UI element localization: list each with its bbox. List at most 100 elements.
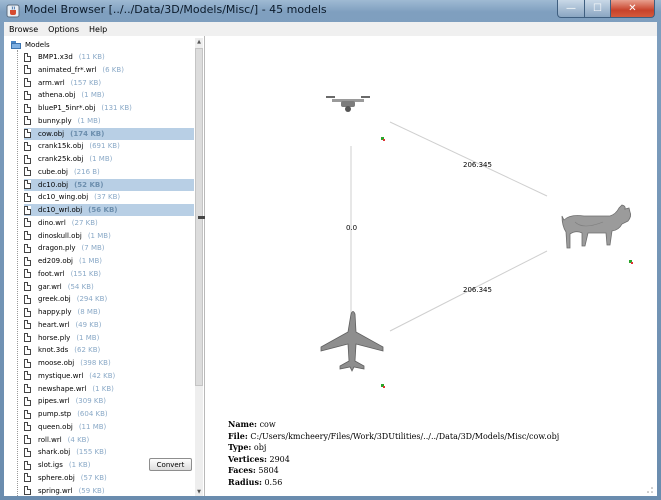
file-size: (1 MB): [87, 231, 111, 240]
file-icon: [24, 192, 31, 202]
model-list-item[interactable]: knot.3ds(62 KB): [24, 344, 194, 356]
file-name: athena.obj: [38, 91, 76, 100]
file-name: arm.wrl: [38, 78, 65, 87]
model-list-item[interactable]: heart.wrl (49 KB): [24, 319, 194, 331]
model-list-item[interactable]: crank15k.obj(691 KB): [24, 140, 194, 152]
model-tree[interactable]: Models BMP1.x3d(11 KB)animated_fr*.wrl(6…: [4, 36, 194, 496]
model-list-item[interactable]: dino.wrl(27 KB): [24, 217, 194, 229]
model-list-item[interactable]: ed209.obj(1 MB): [24, 255, 194, 267]
edge-label-drone-cow: 206.345: [463, 161, 492, 169]
model-list-item[interactable]: dc10.obj(52 KB): [24, 178, 194, 191]
file-name: spring.wrl: [38, 486, 73, 495]
model-list-pane: Models BMP1.x3d(11 KB)animated_fr*.wrl(6…: [4, 36, 205, 496]
file-size: (131 KB): [101, 104, 132, 112]
minimize-button[interactable]: —: [557, 0, 585, 18]
split-pane-divider[interactable]: [198, 216, 205, 219]
file-name: foot.wrl: [38, 269, 65, 278]
file-size: (294 KB): [76, 295, 108, 304]
file-size: (309 KB): [75, 397, 107, 406]
model-list-item[interactable]: animated_fr*.wrl(6 KB): [24, 64, 194, 76]
model-list-item[interactable]: dc10_wrl.obj(56 KB): [24, 204, 194, 216]
info-faces-label: Faces:: [228, 465, 256, 475]
file-size: (1 MB): [77, 116, 101, 125]
airplane-model: [320, 311, 384, 372]
model-list-item[interactable]: athena.obj(1 MB): [24, 89, 194, 101]
model-list-item[interactable]: shark.obj(155 KB): [24, 446, 194, 458]
model-list-item[interactable]: dragon.ply(7 MB): [24, 242, 194, 254]
model-list-item[interactable]: bunny.ply (1 MB): [24, 115, 194, 127]
model-list-item[interactable]: cube.obj(216 B): [24, 166, 194, 178]
file-name: greek.obj: [38, 295, 71, 304]
info-vertices-label: Vertices:: [228, 453, 267, 464]
model-list-item[interactable]: mystique.wrl (42 KB): [24, 370, 194, 382]
menu-browse[interactable]: Browse: [9, 24, 39, 34]
file-name: dino.wrl: [38, 218, 66, 227]
model-list-item[interactable]: moose.obj(398 KB): [24, 357, 194, 369]
menu-options[interactable]: Options: [48, 24, 80, 34]
file-icon: [24, 129, 31, 138]
file-name: happy.ply: [38, 308, 72, 316]
file-name: bunny.ply: [38, 116, 72, 125]
model-list-item[interactable]: newshape.wrl(1 KB): [24, 383, 194, 395]
file-name: knot.3ds: [38, 346, 69, 355]
model-list-item[interactable]: dinoskull.obj (1 MB): [24, 230, 194, 242]
model-list-item[interactable]: foot.wrl(151 KB): [24, 268, 194, 280]
title-bar[interactable]: Model Browser [../../Data/3D/Models/Misc…: [0, 0, 661, 22]
model-list-item[interactable]: BMP1.x3d(11 KB): [24, 51, 194, 63]
model-list-item[interactable]: blueP1_5inr*.obj(131 KB): [24, 102, 194, 114]
scroll-down-arrow-icon[interactable]: ▼: [197, 489, 201, 495]
model-list-item[interactable]: happy.ply(8 MB): [24, 306, 194, 318]
model-list-item[interactable]: queen.obj(11 MB): [24, 421, 194, 433]
model-list-item[interactable]: pipes.wrl(309 KB): [24, 395, 194, 407]
file-size: (49 KB): [75, 320, 102, 329]
file-size: (1 KB): [68, 461, 91, 469]
file-icon: [24, 460, 31, 470]
file-icon: [24, 167, 31, 177]
info-radius-label: Radius:: [228, 476, 262, 487]
model-list-item[interactable]: crank25k.obj(1 MB): [24, 153, 194, 165]
drone-model: [326, 96, 370, 112]
tree-root[interactable]: Models: [11, 39, 50, 51]
file-icon: [24, 205, 31, 215]
maximize-button[interactable]: ☐: [585, 0, 611, 18]
model-list-item[interactable]: sphere.obj(57 KB): [24, 472, 194, 484]
close-button[interactable]: ✕: [611, 0, 655, 18]
model-list-item[interactable]: spring.wrl(59 KB): [24, 485, 194, 497]
file-icon: [24, 320, 31, 330]
scroll-up-arrow-icon[interactable]: ▲: [197, 39, 201, 45]
file-icon: [24, 141, 31, 151]
menu-bar: Browse Options Help: [4, 22, 657, 36]
file-size: (398 KB): [80, 359, 111, 367]
file-size: (7 MB): [81, 244, 105, 253]
file-size: (11 KB): [78, 53, 105, 61]
main-content: Models BMP1.x3d(11 KB)animated_fr*.wrl(6…: [4, 36, 657, 496]
tree-scrollbar[interactable]: ▲ ▼: [195, 38, 203, 496]
edge-label-drone-airplane: 0.0: [346, 224, 358, 232]
model-list-item[interactable]: arm.wrl(157 KB): [24, 77, 194, 89]
file-name: dinoskull.obj: [38, 231, 82, 240]
model-list-item[interactable]: horse.ply(1 MB): [24, 332, 194, 344]
file-size: (42 KB): [89, 371, 116, 380]
file-name: pump.stp: [38, 410, 72, 418]
file-icon: [24, 78, 31, 87]
model-list-item[interactable]: dc10_wing.obj(37 KB): [24, 191, 194, 203]
model-list-item[interactable]: gar.wrl(54 KB): [24, 281, 194, 293]
file-name: heart.wrl: [38, 320, 70, 329]
file-name: mystique.wrl: [38, 371, 84, 380]
model-list-item[interactable]: cow.obj(174 KB): [24, 127, 194, 140]
convert-button[interactable]: Convert: [149, 458, 192, 471]
file-name: dc10_wrl.obj: [38, 206, 83, 214]
window-controls: — ☐ ✕: [557, 0, 655, 18]
model-list-item[interactable]: greek.obj (294 KB): [24, 293, 194, 305]
file-icon: [24, 65, 31, 75]
file-icon: [24, 294, 31, 304]
model-viewport[interactable]: 206.345 0.0 206.345 Name: cow File: C:/U…: [205, 36, 657, 496]
menu-help[interactable]: Help: [89, 24, 108, 34]
resize-grip-icon[interactable]: [646, 486, 654, 494]
model-list-item[interactable]: pump.stp(604 KB): [24, 408, 194, 420]
file-name: sphere.obj: [38, 473, 75, 482]
model-list-item[interactable]: roll.wrl(4 KB): [24, 434, 194, 446]
model-list-item[interactable]: slot.igs(1 KB): [24, 459, 194, 471]
file-icon: [24, 243, 31, 253]
